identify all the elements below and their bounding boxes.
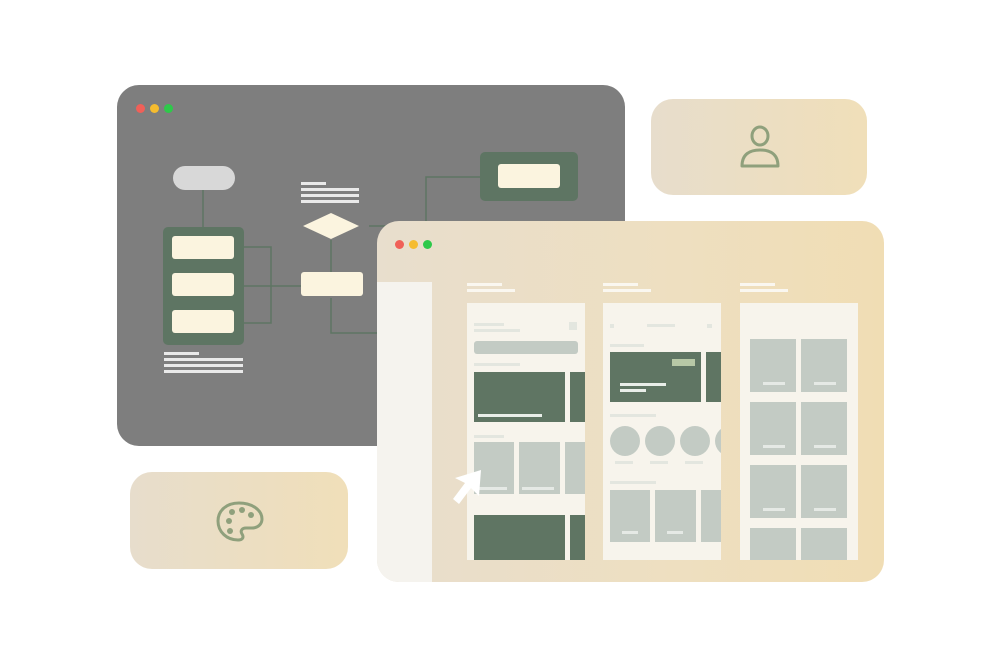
process-group[interactable] — [163, 227, 244, 345]
content-card[interactable] — [570, 515, 585, 560]
end-node[interactable] — [498, 164, 560, 188]
palette-card[interactable] — [130, 472, 348, 569]
gallery-tile[interactable] — [750, 402, 796, 455]
design-window — [377, 221, 884, 582]
decision-node[interactable] — [301, 212, 361, 240]
contact-avatar[interactable] — [645, 426, 675, 456]
gallery-tile[interactable] — [801, 465, 847, 518]
contact-avatar[interactable] — [680, 426, 710, 456]
thumbnail-card[interactable] — [565, 442, 585, 494]
frame-label — [467, 289, 515, 292]
palette-icon — [216, 501, 264, 542]
balance-card[interactable] — [610, 352, 701, 402]
gallery-tile[interactable] — [801, 402, 847, 455]
user-icon — [740, 125, 780, 168]
contact-avatar[interactable] — [715, 426, 721, 456]
frame-label — [740, 289, 788, 292]
maximize-window-button[interactable] — [423, 240, 432, 249]
process-node[interactable] — [172, 236, 234, 259]
end-group[interactable] — [480, 152, 578, 201]
featured-card[interactable] — [474, 372, 565, 422]
process-node[interactable] — [172, 310, 234, 333]
cursor-arrow-icon — [453, 470, 481, 504]
process-node[interactable] — [301, 272, 363, 296]
thumbnail-card[interactable] — [474, 442, 514, 494]
frame-label — [603, 289, 651, 292]
minimize-window-button[interactable] — [150, 104, 159, 113]
frame-label — [467, 283, 502, 286]
item-card[interactable] — [655, 490, 696, 542]
layers-sidebar[interactable] — [377, 282, 432, 582]
window-controls — [395, 240, 432, 249]
featured-card[interactable] — [570, 372, 585, 422]
contact-avatar[interactable] — [610, 426, 640, 456]
gallery-screen-frame[interactable] — [740, 303, 858, 560]
home-screen-frame[interactable] — [467, 303, 585, 560]
close-window-button[interactable] — [395, 240, 404, 249]
user-card[interactable] — [651, 99, 867, 195]
gallery-tile[interactable] — [801, 339, 847, 392]
start-node[interactable] — [173, 166, 235, 190]
frame-label — [740, 283, 775, 286]
content-card[interactable] — [474, 515, 565, 560]
minimize-window-button[interactable] — [409, 240, 418, 249]
maximize-window-button[interactable] — [164, 104, 173, 113]
item-card[interactable] — [610, 490, 650, 542]
balance-card[interactable] — [706, 352, 721, 402]
frame-label — [603, 283, 638, 286]
profile-screen-frame[interactable] — [603, 303, 721, 560]
item-card[interactable] — [701, 490, 721, 542]
gallery-tile[interactable] — [750, 528, 796, 560]
gallery-tile[interactable] — [801, 528, 847, 560]
close-window-button[interactable] — [136, 104, 145, 113]
process-node[interactable] — [172, 273, 234, 296]
search-bar[interactable] — [474, 341, 578, 354]
window-controls — [136, 104, 173, 113]
gallery-tile[interactable] — [750, 339, 796, 392]
thumbnail-card[interactable] — [519, 442, 560, 494]
gallery-tile[interactable] — [750, 465, 796, 518]
